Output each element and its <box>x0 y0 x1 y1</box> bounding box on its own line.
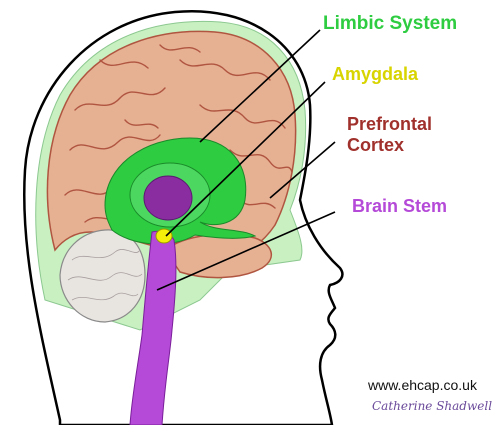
thalamus <box>144 176 192 220</box>
prefrontal-label-line1: Prefrontal <box>347 114 432 134</box>
artist-signature: Catherine Shadwell <box>372 399 492 413</box>
limbic-system-label: Limbic System <box>323 13 457 34</box>
brain-stem-label: Brain Stem <box>352 196 447 216</box>
amygdala-label: Amygdala <box>332 64 419 84</box>
website-text: www.ehcap.co.uk <box>367 377 478 393</box>
prefrontal-label-line2: Cortex <box>347 135 404 155</box>
amygdala-shape <box>156 229 172 243</box>
